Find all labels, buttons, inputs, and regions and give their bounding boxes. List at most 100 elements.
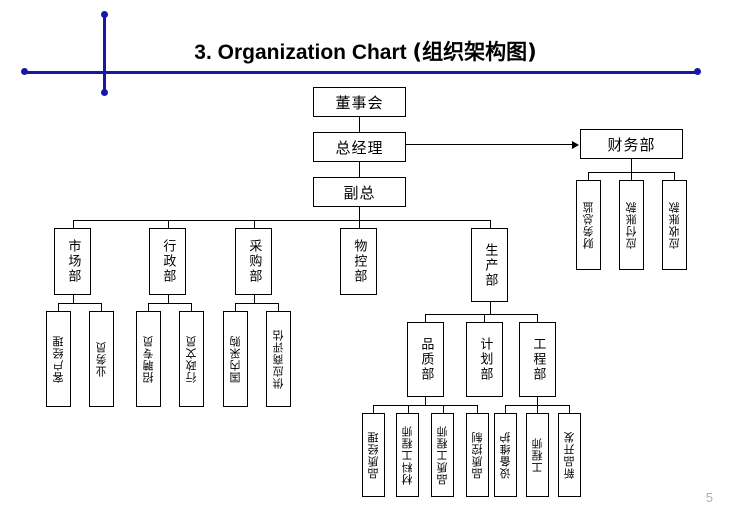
node-equipment-maintenance-label: 设备维护 — [498, 431, 512, 479]
node-salesperson[interactable]: 业务员 — [89, 311, 114, 407]
blue-dot-top — [101, 11, 108, 18]
edge-engineering-stem — [537, 397, 538, 405]
node-customer-manager-label: 客户经理 — [51, 335, 65, 383]
node-supplier-evaluation[interactable]: 供应商评估 — [266, 311, 291, 407]
node-finance-director[interactable]: 财务总监 — [576, 180, 601, 270]
blue-dot-right — [694, 68, 701, 75]
edge-vp-marketing — [73, 220, 74, 228]
edge-engineering-e3 — [569, 405, 570, 413]
page-title: 3. Organization Chart (组织架构图) — [0, 36, 731, 66]
node-accounts-payable-label: 应付账款 — [624, 201, 638, 249]
node-vp[interactable]: 副总 — [313, 177, 406, 207]
node-planning-label: 计划部 — [477, 337, 493, 382]
node-material-control-label: 物控部 — [351, 239, 367, 284]
blue-vertical-rule — [103, 14, 106, 95]
node-planning[interactable]: 计划部 — [466, 322, 503, 397]
node-marketing-label: 市场部 — [65, 239, 81, 284]
node-engineer[interactable]: 工程师 — [526, 413, 549, 497]
edge-engineering-e2 — [537, 405, 538, 413]
edge-purchasing-pu1 — [235, 303, 236, 311]
node-new-product-development[interactable]: 新品开发 — [558, 413, 581, 497]
edge-quality-bus — [373, 405, 477, 406]
node-gm[interactable]: 总经理 — [313, 132, 406, 162]
edge-production-bus — [425, 314, 537, 315]
node-quality-manager[interactable]: 品质经理 — [362, 413, 385, 497]
edge-quality-q2 — [408, 405, 409, 413]
edge-production-engineering — [537, 314, 538, 322]
edge-board-gm — [359, 117, 360, 134]
node-vp-label: 副总 — [343, 183, 376, 202]
edge-quality-q3 — [443, 405, 444, 413]
node-admin-clerk[interactable]: 行政文员 — [179, 311, 204, 407]
node-production-label: 生产部 — [482, 242, 498, 288]
node-salesperson-label: 业务员 — [94, 341, 108, 377]
edge-admin-ad2 — [191, 303, 192, 311]
blue-dot-left — [21, 68, 28, 75]
edge-finance-fin3 — [674, 172, 675, 180]
node-engineering-label: 工程部 — [530, 337, 546, 382]
node-accounts-receivable-label: 应收账款 — [667, 201, 681, 249]
edge-marketing-mk1 — [58, 303, 59, 311]
edge-vp-production — [490, 220, 491, 228]
arrow-head-finance — [572, 141, 579, 149]
node-customer-manager[interactable]: 客户经理 — [46, 311, 71, 407]
node-recruitment-specialist[interactable]: 招聘专员 — [136, 311, 161, 407]
node-quality-control[interactable]: 品质控制 — [466, 413, 489, 497]
edge-vp-purchasing — [254, 220, 255, 228]
node-admin[interactable]: 行政部 — [149, 228, 186, 295]
node-domestic-purchasing[interactable]: 国内采购 — [223, 311, 248, 407]
edge-purchasing-pu2 — [278, 303, 279, 311]
node-material-engineer-label: 材料工程师 — [400, 425, 414, 485]
edge-finance-fin1 — [588, 172, 589, 180]
node-material-engineer[interactable]: 材料工程师 — [396, 413, 419, 497]
edge-production-planning — [484, 314, 485, 322]
node-accounts-receivable[interactable]: 应收账款 — [662, 180, 687, 270]
node-equipment-maintenance[interactable]: 设备维护 — [494, 413, 517, 497]
node-admin-label: 行政部 — [160, 239, 176, 284]
node-finance[interactable]: 财务部 — [580, 129, 683, 159]
blue-dot-bottom — [101, 89, 108, 96]
edge-vp-stem — [359, 207, 360, 220]
node-finance-label: 财务部 — [607, 135, 656, 154]
page-number: 5 — [705, 490, 713, 505]
node-quality-engineer[interactable]: 品质工程师 — [431, 413, 454, 497]
edge-marketing-bus — [58, 303, 102, 304]
node-accounts-payable[interactable]: 应付账款 — [619, 180, 644, 270]
node-marketing[interactable]: 市场部 — [54, 228, 91, 295]
edge-quality-stem — [425, 397, 426, 405]
node-supplier-evaluation-label: 供应商评估 — [271, 329, 285, 389]
edge-quality-q1 — [373, 405, 374, 413]
node-material-control[interactable]: 物控部 — [340, 228, 377, 295]
node-quality-manager-label: 品质经理 — [366, 431, 380, 479]
edge-gm-finance — [400, 144, 574, 145]
node-board[interactable]: 董事会 — [313, 87, 406, 117]
node-engineering[interactable]: 工程部 — [519, 322, 556, 397]
edge-gm-vp — [359, 162, 360, 179]
node-engineer-label: 工程师 — [530, 437, 544, 473]
edge-marketing-mk2 — [101, 303, 102, 311]
node-quality-control-label: 品质控制 — [470, 431, 484, 479]
node-quality-label: 品质部 — [418, 337, 434, 382]
edge-admin-ad1 — [148, 303, 149, 311]
blue-horizontal-rule — [22, 71, 700, 74]
node-purchasing[interactable]: 采购部 — [235, 228, 272, 295]
edge-finance-fin2 — [631, 172, 632, 180]
node-production[interactable]: 生产部 — [471, 228, 508, 302]
edge-vp-matctrl — [359, 220, 360, 228]
node-quality[interactable]: 品质部 — [407, 322, 444, 397]
edge-production-stem — [490, 302, 491, 314]
edge-quality-q4 — [477, 405, 478, 413]
edge-admin-stem — [168, 295, 169, 303]
node-finance-director-label: 财务总监 — [581, 201, 595, 249]
node-quality-engineer-label: 品质工程师 — [435, 425, 449, 485]
edge-purchasing-bus — [235, 303, 279, 304]
page-title-en: 3. Organization Chart — [194, 41, 413, 64]
node-new-product-development-label: 新品开发 — [562, 431, 576, 479]
node-board-label: 董事会 — [335, 93, 384, 112]
node-recruitment-specialist-label: 招聘专员 — [141, 335, 155, 383]
edge-vp-admin — [168, 220, 169, 228]
edge-marketing-stem — [73, 295, 74, 303]
page-title-cn: (组织架构图) — [412, 40, 537, 64]
node-purchasing-label: 采购部 — [246, 239, 262, 284]
